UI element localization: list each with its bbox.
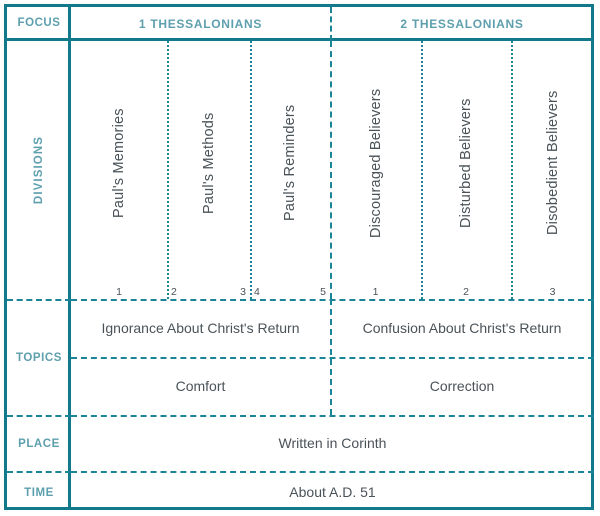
division-divider-4 [421,41,423,299]
chapter-number: 3 [549,286,556,298]
rule-above-time [71,471,594,473]
divisions-band: Paul's Memories 1 Paul's Methods 2 3 Pau… [71,41,594,299]
division-chapters-0: 1 [71,281,167,299]
division-column-disturbed-believers: Disturbed Believers 2 [421,41,511,299]
chapter-number: 4 [254,286,260,298]
place-value: Written in Corinth [278,435,387,451]
division-chapters-4: 2 [421,281,511,299]
focus-header-row: 1 THESSALONIANS 2 THESSALONIANS [71,7,594,41]
division-column-pauls-methods: Paul's Methods 2 3 [167,41,250,299]
division-label-2: Paul's Reminders [282,104,298,222]
topics-row-1: Ignorance About Christ's Return Confusio… [71,299,594,357]
division-label-4: Disturbed Believers [458,98,474,228]
division-column-disobedient-believers: Disobedient Believers 3 [511,41,594,299]
division-divider-2 [250,41,252,299]
division-label-3: Discouraged Believers [367,88,384,238]
chart-body: 1 THESSALONIANS 2 THESSALONIANS Paul's M… [71,7,594,507]
chapter-number: 2 [463,286,469,298]
rule-above-topics [71,299,594,301]
time-value: About A.D. 51 [289,484,376,500]
division-column-pauls-memories: Paul's Memories 1 [71,41,167,299]
time-row: About A.D. 51 [71,471,594,513]
division-label-0: Paul's Memories [111,108,127,218]
focus-1-thessalonians: 1 THESSALONIANS [71,7,330,41]
topics-row-2-left-text: Comfort [175,378,226,394]
division-column-discouraged-believers: Discouraged Believers 1 [330,41,421,299]
rail-label-place-text: PLACE [18,438,60,450]
chapter-number: 1 [116,286,122,298]
focus-1-thessalonians-text: 1 THESSALONIANS [138,17,263,31]
rail-label-divisions-text: DIVISIONS [33,135,45,205]
rail-label-topics-text: TOPICS [16,352,62,364]
division-chapters-1: 2 3 [167,281,250,299]
division-chapters-5: 3 [511,281,594,299]
chapter-number: 2 [171,286,177,298]
chapter-number: 1 [372,286,379,298]
focus-header-center-divider [330,7,332,41]
focus-2-thessalonians-text: 2 THESSALONIANS [400,17,524,31]
row-label-rail: FOCUS DIVISIONS TOPICS PLACE TIME [7,7,71,507]
rule-between-topic-rows [71,357,594,359]
division-divider-center [330,41,332,299]
rail-label-time: TIME [7,471,71,513]
division-divider-5 [511,41,513,299]
rail-label-topics: TOPICS [7,299,71,415]
topics-row-2-right-text: Correction [429,378,495,394]
division-divider-1 [167,41,169,299]
division-chapters-2: 4 5 [250,281,330,299]
rail-label-focus: FOCUS [7,7,71,41]
topics-row-1-left-text: Ignorance About Christ's Return [101,320,300,336]
bible-survey-chart: FOCUS DIVISIONS TOPICS PLACE TIME 1 THES… [4,4,594,510]
chapter-number: 5 [320,286,326,298]
rule-above-place [71,415,594,417]
topics-row-1-left: Ignorance About Christ's Return [71,299,330,357]
topics-center-divider [330,299,332,415]
topics-row-1-right: Confusion About Christ's Return [330,299,594,357]
rail-label-time-text: TIME [24,487,54,499]
chapter-number: 3 [240,286,246,298]
rail-label-focus-text: FOCUS [17,16,61,29]
topics-row-2-right: Correction [330,357,594,415]
rail-label-place: PLACE [7,415,71,471]
rail-label-divisions: DIVISIONS [7,41,71,299]
topics-row-2-left: Comfort [71,357,330,415]
topics-row-2: Comfort Correction [71,357,594,415]
division-chapters-3: 1 [330,281,421,299]
division-label-1: Paul's Methods [200,112,217,214]
division-column-pauls-reminders: Paul's Reminders 4 5 [250,41,330,299]
focus-2-thessalonians: 2 THESSALONIANS [330,7,594,41]
division-label-5: Disobedient Believers [544,90,561,236]
topics-row-1-right-text: Confusion About Christ's Return [362,320,562,336]
place-row: Written in Corinth [71,415,594,471]
